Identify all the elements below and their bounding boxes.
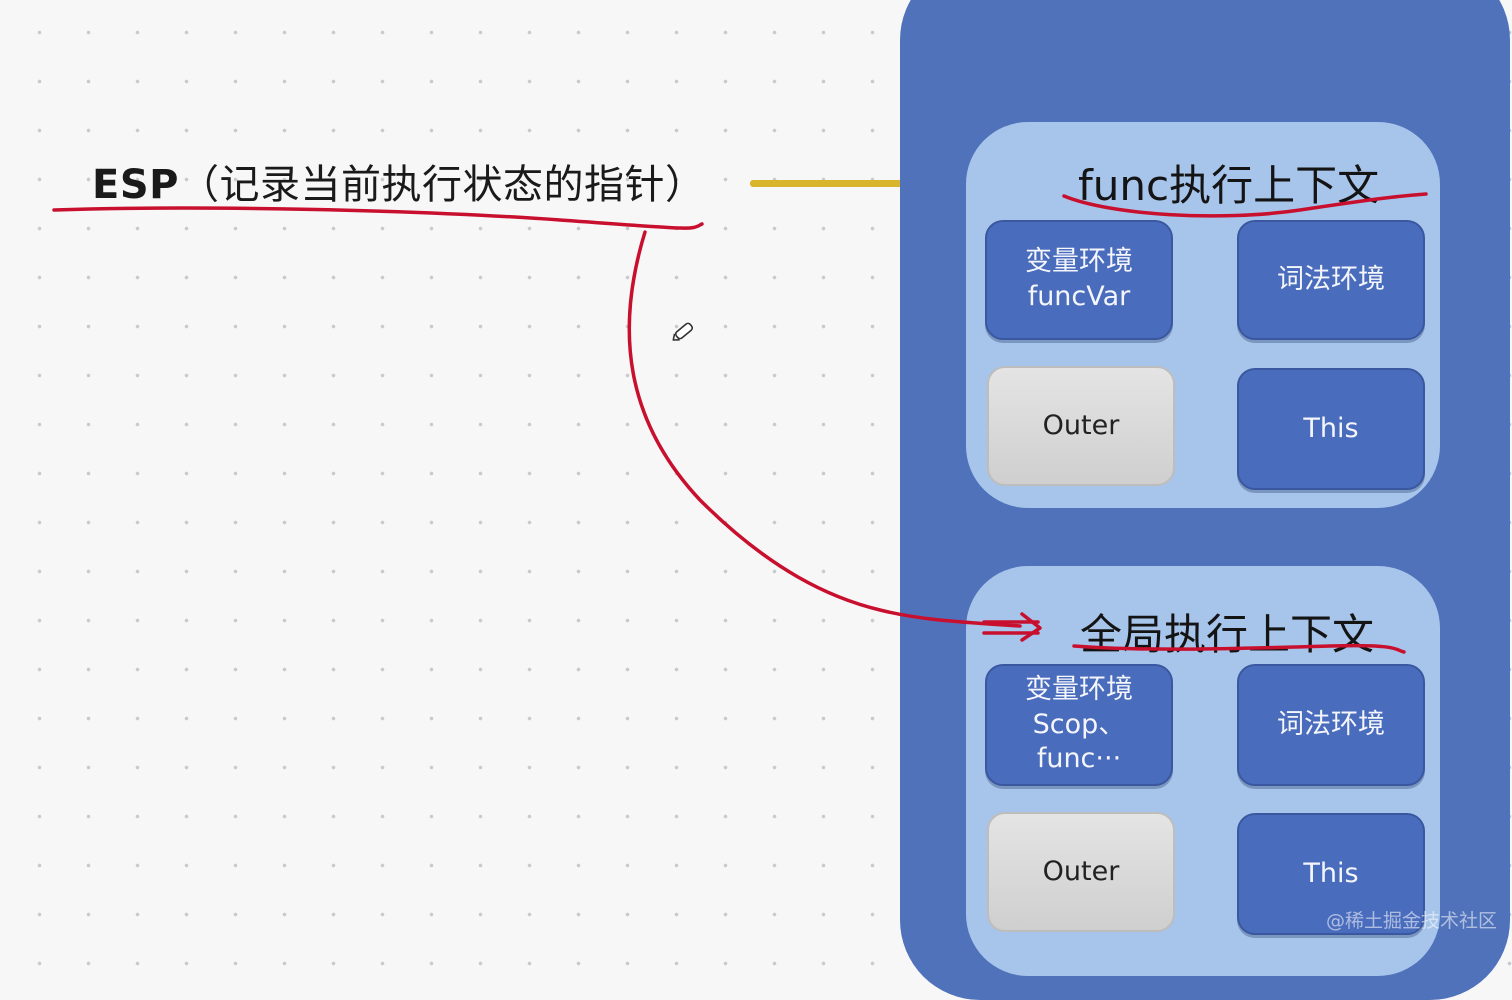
global-outer-label: Outer — [1042, 855, 1120, 887]
global-this-label: This — [1303, 857, 1359, 889]
global-this-tile: This — [1237, 813, 1425, 935]
func-lexical-env-tile: 词法环境 — [1237, 220, 1425, 340]
global-context-title: 全局执行上下文 — [1080, 610, 1375, 659]
esp-label-note: （记录当前执行状态的指针） — [178, 162, 706, 208]
pen-cursor-icon — [672, 322, 694, 341]
esp-label-main: ESP — [92, 162, 179, 208]
global-variable-env-label: 变量环境 — [1025, 674, 1133, 706]
watermark: @稀土掘金技术社区 — [1326, 910, 1498, 932]
esp-label: ESP（记录当前执行状态的指针） — [92, 152, 705, 210]
func-variable-env-value: funcVar — [1027, 281, 1131, 312]
global-variable-env-tile: 变量环境 Scop、 func··· — [985, 664, 1173, 786]
global-lexical-env-tile: 词法环境 — [1237, 664, 1425, 786]
func-this-label: This — [1303, 412, 1359, 444]
func-outer-tile: Outer — [987, 366, 1175, 486]
global-outer-tile: Outer — [987, 812, 1175, 932]
esp-pointer-line — [750, 180, 948, 187]
func-this-tile: This — [1237, 368, 1425, 490]
func-context-title: func执行上下文 — [1078, 161, 1380, 210]
func-variable-env-label: 变量环境 — [1025, 246, 1133, 278]
func-variable-env-tile: 变量环境 funcVar — [985, 220, 1173, 340]
global-variable-env-value-1: Scop、 — [1032, 708, 1126, 740]
esp-underline — [52, 206, 704, 230]
func-outer-label: Outer — [1042, 409, 1120, 441]
global-variable-env-value-2: func··· — [1036, 743, 1122, 775]
global-lexical-env-label: 词法环境 — [1277, 708, 1385, 740]
func-lexical-env-label: 词法环境 — [1277, 263, 1385, 295]
